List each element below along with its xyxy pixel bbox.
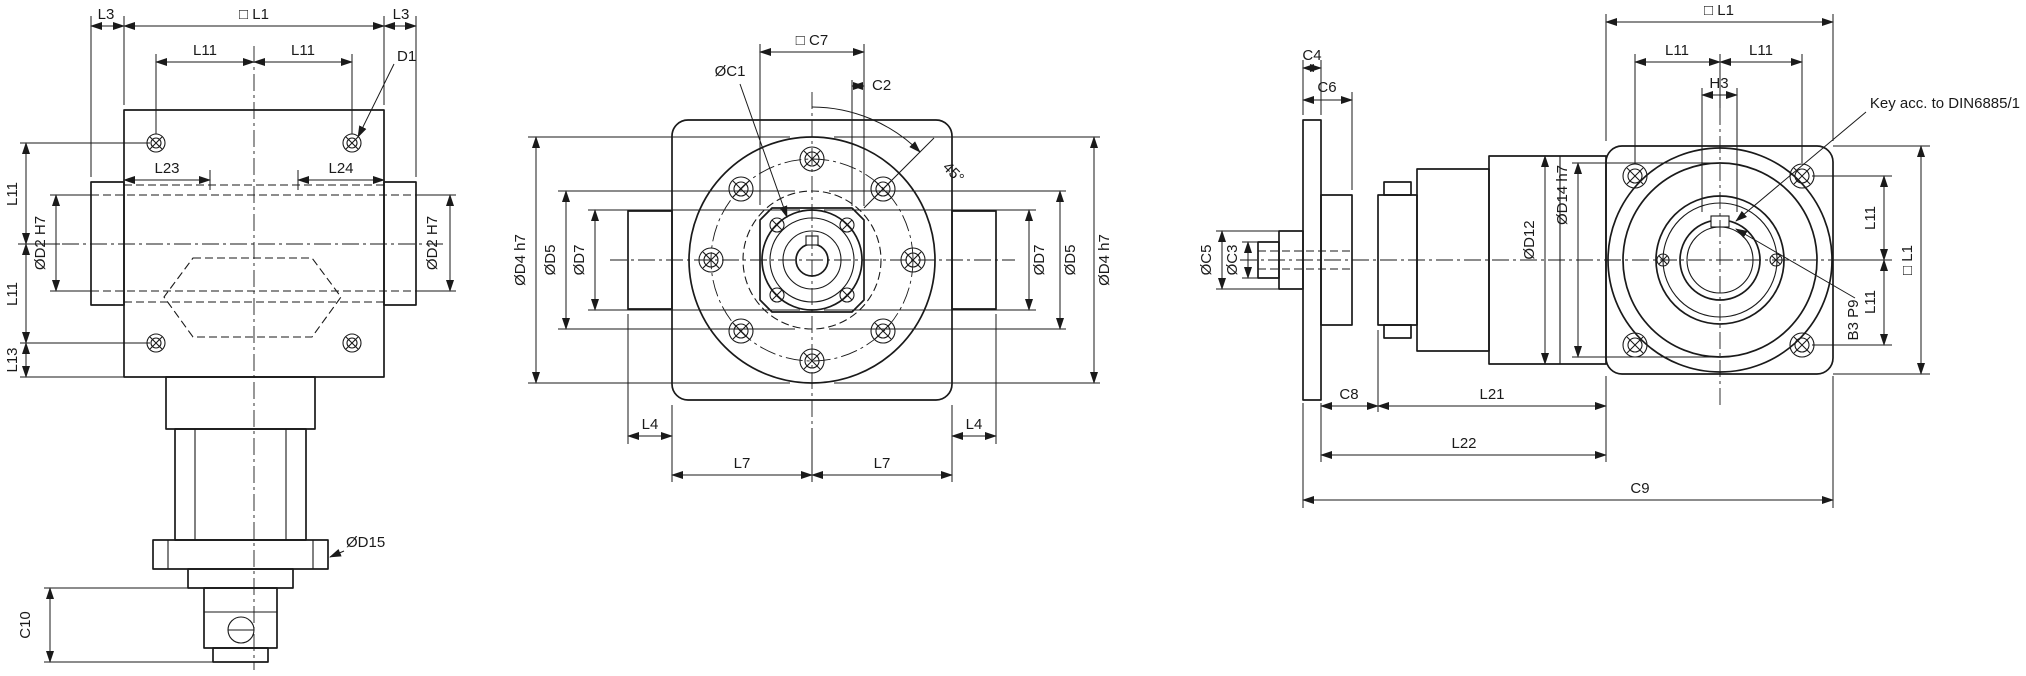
dim-label-c8: C8 [1339, 386, 1358, 403]
dim-label-l7-left: L7 [734, 455, 751, 472]
dim-label-d2-left: ØD2 H7 [32, 216, 49, 270]
dim-label-l11-side-b: L11 [1749, 42, 1773, 59]
dim-label-l24: L24 [328, 160, 353, 177]
dim-label-d1: D1 [397, 48, 416, 65]
dim-label-h3: H3 [1709, 75, 1728, 92]
dim-label-l1-side-top: □ L1 [1704, 2, 1734, 19]
dim-label-c5: ØC5 [1198, 245, 1215, 276]
dim-label-l11-left-b: L11 [4, 282, 21, 306]
dim-label-l7-right: L7 [874, 455, 891, 472]
dim-label-l11-side-a: L11 [1665, 42, 1689, 59]
hidden-gear-outline [163, 257, 342, 338]
dim-label-d2-right: ØD2 H7 [424, 216, 441, 270]
dim-label-45deg: 45° [939, 159, 967, 187]
dim-label-c4: C4 [1302, 47, 1321, 64]
dim-label-d4-left: ØD4 h7 [512, 234, 529, 286]
clamp-coupling [203, 587, 278, 649]
output-boss [759, 207, 865, 313]
dim-label-c9: C9 [1630, 480, 1649, 497]
dim-label-l1-top: □ L1 [239, 6, 269, 23]
front-view: 45° □ C7 C2 ØC1 ØD7 ØD5 ØD4 h7 ØD7 ØD5 [512, 32, 1113, 482]
dim-label-c7: □ C7 [796, 32, 828, 49]
dim-label-d5-right: ØD5 [1062, 245, 1079, 276]
dim-label-l11-top-b: L11 [291, 42, 315, 59]
dim-label-d4-right: ØD4 h7 [1096, 234, 1113, 286]
input-flange [152, 539, 329, 570]
key-note: Key acc. to DIN6885/1 [1870, 95, 2020, 112]
dim-label-l11-side-d: L11 [1862, 290, 1879, 314]
dim-label-d7-right: ØD7 [1031, 245, 1048, 276]
dim-label-l23: L23 [154, 160, 179, 177]
dim-label-d7-left: ØD7 [571, 245, 588, 276]
dim-label-b3: B3 P9 [1845, 300, 1862, 341]
dim-label-l4-right: L4 [966, 416, 983, 433]
dim-label-c3: ØC3 [1224, 245, 1241, 276]
dim-label-c6: C6 [1317, 79, 1336, 96]
dim-label-l21: L21 [1479, 386, 1504, 403]
dim-label-c10: C10 [17, 611, 34, 639]
dim-label-l13: L13 [4, 347, 21, 372]
side-view: C4 C6 □ L1 L11 L11 H3 Key acc. to DIN688… [1198, 2, 2020, 508]
dim-label-l4-left: L4 [642, 416, 659, 433]
dim-label-l3-right: L3 [393, 6, 410, 23]
dim-label-d5-left: ØD5 [542, 245, 559, 276]
dim-label-l22: L22 [1451, 435, 1476, 452]
dim-label-l1-side-right: □ L1 [1899, 245, 1916, 275]
dim-label-c1: ØC1 [715, 63, 746, 80]
dim-label-c2: C2 [872, 77, 891, 94]
dim-label-l11-left-a: L11 [4, 182, 21, 206]
dim-label-l11-top-a: L11 [193, 42, 217, 59]
dim-label-l11-side-c: L11 [1862, 206, 1879, 230]
dim-label-d15: ØD15 [346, 534, 385, 551]
top-view: □ L1 L3 L3 L11 L11 D1 L23 L24 L11 L11 L1… [4, 6, 456, 670]
dim-label-d12: ØD12 [1521, 220, 1538, 259]
dim-label-l3-left: L3 [98, 6, 115, 23]
dim-label-d14: ØD14 h7 [1554, 165, 1571, 225]
